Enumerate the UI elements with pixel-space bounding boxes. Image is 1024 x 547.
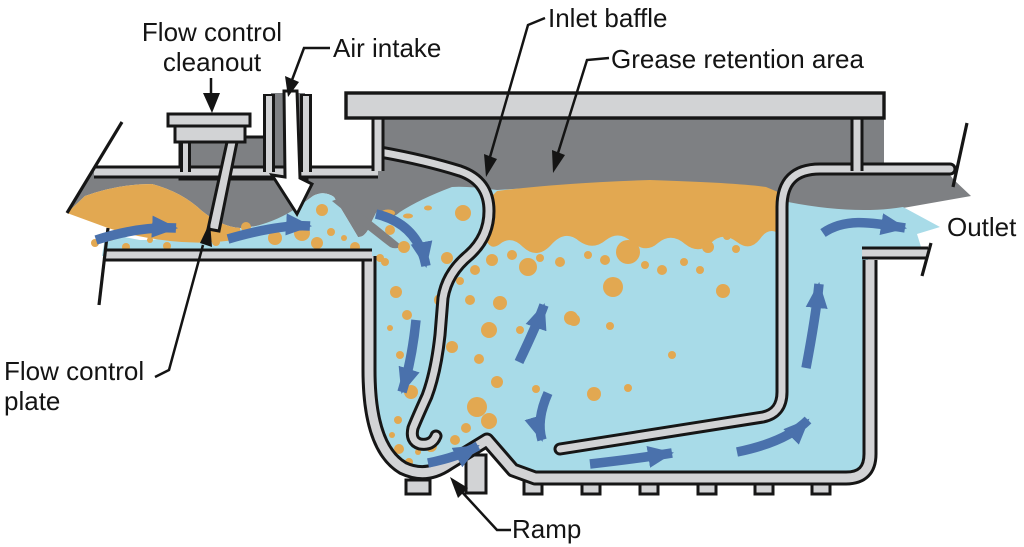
- grease-bubble: [732, 245, 740, 253]
- grease-bubble: [163, 242, 171, 250]
- grease-bubble: [402, 310, 412, 320]
- grease-bubble: [387, 325, 393, 331]
- grease-bubble: [491, 376, 503, 388]
- flow-arrow: [589, 445, 674, 469]
- flow-arrow: [397, 319, 421, 394]
- grease-bubble: [716, 284, 730, 298]
- grease-bubble: [696, 266, 704, 274]
- label-ramp: Ramp: [512, 514, 582, 544]
- grease-bubble: [446, 341, 458, 353]
- air-intake-pipe: [263, 94, 312, 172]
- grease-bubble: [394, 444, 404, 454]
- grease-bubble: [455, 205, 471, 221]
- grease-bubble: [381, 258, 389, 266]
- grease-bubble: [749, 236, 757, 244]
- grease-bubble: [606, 322, 614, 330]
- inlet-baffle-shape: [373, 145, 496, 451]
- grease-bubble: [341, 235, 347, 241]
- grease-bubble: [389, 432, 395, 438]
- label-flow-control-plate: Flow control plate: [4, 356, 145, 416]
- label-leaders: [154, 16, 610, 532]
- grease-bubble: [147, 237, 153, 243]
- tank-lid: [344, 91, 886, 120]
- grease-bubble: [624, 384, 632, 392]
- grease-bubble: [584, 251, 592, 259]
- flow-arrow: [524, 391, 553, 442]
- grease-bubble: [668, 351, 676, 359]
- flow-arrow: [226, 213, 312, 244]
- tank-shell: [361, 256, 878, 486]
- flow-arrow: [514, 303, 549, 365]
- grease-bubble: [390, 286, 402, 298]
- grease-bubble: [268, 231, 282, 245]
- grease-bubble: [507, 250, 517, 260]
- grease-bubble: [398, 241, 410, 253]
- label-outlet: Outlet: [947, 212, 1017, 242]
- grease-bubble: [474, 354, 484, 364]
- air-intake-arrow: [268, 89, 315, 218]
- grease-bubble: [680, 258, 688, 266]
- grease-bubble: [194, 235, 200, 241]
- grease-bubble: [385, 225, 395, 235]
- grease-bubble: [212, 238, 220, 246]
- grease-bubble: [486, 254, 498, 266]
- label-inlet-baffle: Inlet baffle: [548, 3, 668, 33]
- grease-bubble: [616, 240, 640, 264]
- grease-wisp: [403, 213, 413, 219]
- grease-bubble: [657, 265, 667, 275]
- grease-bubble: [481, 322, 497, 338]
- grease-bubble: [441, 252, 453, 264]
- grease-bubble: [641, 261, 649, 269]
- flow-arrow: [736, 416, 812, 457]
- grease-bubble: [493, 296, 507, 310]
- grease-bubble: [532, 385, 540, 393]
- cleanout-cap: [166, 112, 252, 144]
- ramp-support: [464, 453, 488, 495]
- surface-wave-curl: [332, 198, 402, 249]
- grease-bubble: [723, 232, 731, 240]
- grease-bubble: [587, 387, 601, 401]
- grease-bubble: [481, 413, 497, 429]
- label-flow-control-cleanout: Flow control cleanout: [141, 17, 283, 77]
- grease-wisp: [424, 205, 432, 211]
- foot: [404, 478, 432, 496]
- flow-arrow: [427, 441, 481, 468]
- grease-bubble: [470, 265, 480, 275]
- grease-bubble: [465, 295, 475, 305]
- grease-bubble: [467, 397, 487, 417]
- grease-bubble: [450, 435, 460, 445]
- label-grease-retention-area: Grease retention area: [611, 44, 864, 74]
- grease-bubble: [516, 326, 524, 334]
- grease-bubble: [519, 258, 537, 276]
- grease-bubble: [536, 254, 544, 262]
- structure: [94, 91, 957, 496]
- grease-bubble: [555, 257, 565, 267]
- grease-bubble: [702, 241, 714, 253]
- flow-arrow: [374, 209, 433, 268]
- grease-layer: [67, 180, 778, 254]
- flow-arrow: [801, 282, 828, 369]
- outlet-baffle-shape: [553, 162, 957, 456]
- label-air-intake: Air intake: [333, 33, 442, 63]
- grease-bubble: [311, 237, 323, 249]
- grease-inlet-pipe: [67, 184, 241, 243]
- flow-arrow: [820, 213, 907, 238]
- grease-retention-layer: [483, 180, 778, 254]
- grease-bubble: [396, 351, 404, 359]
- grease-bubble: [568, 314, 580, 326]
- grease-bubble: [456, 277, 464, 285]
- flow-arrows: [94, 209, 907, 469]
- grease-bubble: [461, 423, 471, 433]
- grease-bubble: [316, 204, 328, 216]
- grease-bubble: [603, 277, 623, 297]
- air-space-tank: [374, 117, 971, 219]
- grease-bubble: [327, 228, 335, 236]
- pipe-break-lines: [65, 121, 969, 306]
- flow-arrow: [94, 215, 178, 245]
- grease-bubble: [600, 255, 610, 265]
- grease-bubble: [394, 416, 402, 424]
